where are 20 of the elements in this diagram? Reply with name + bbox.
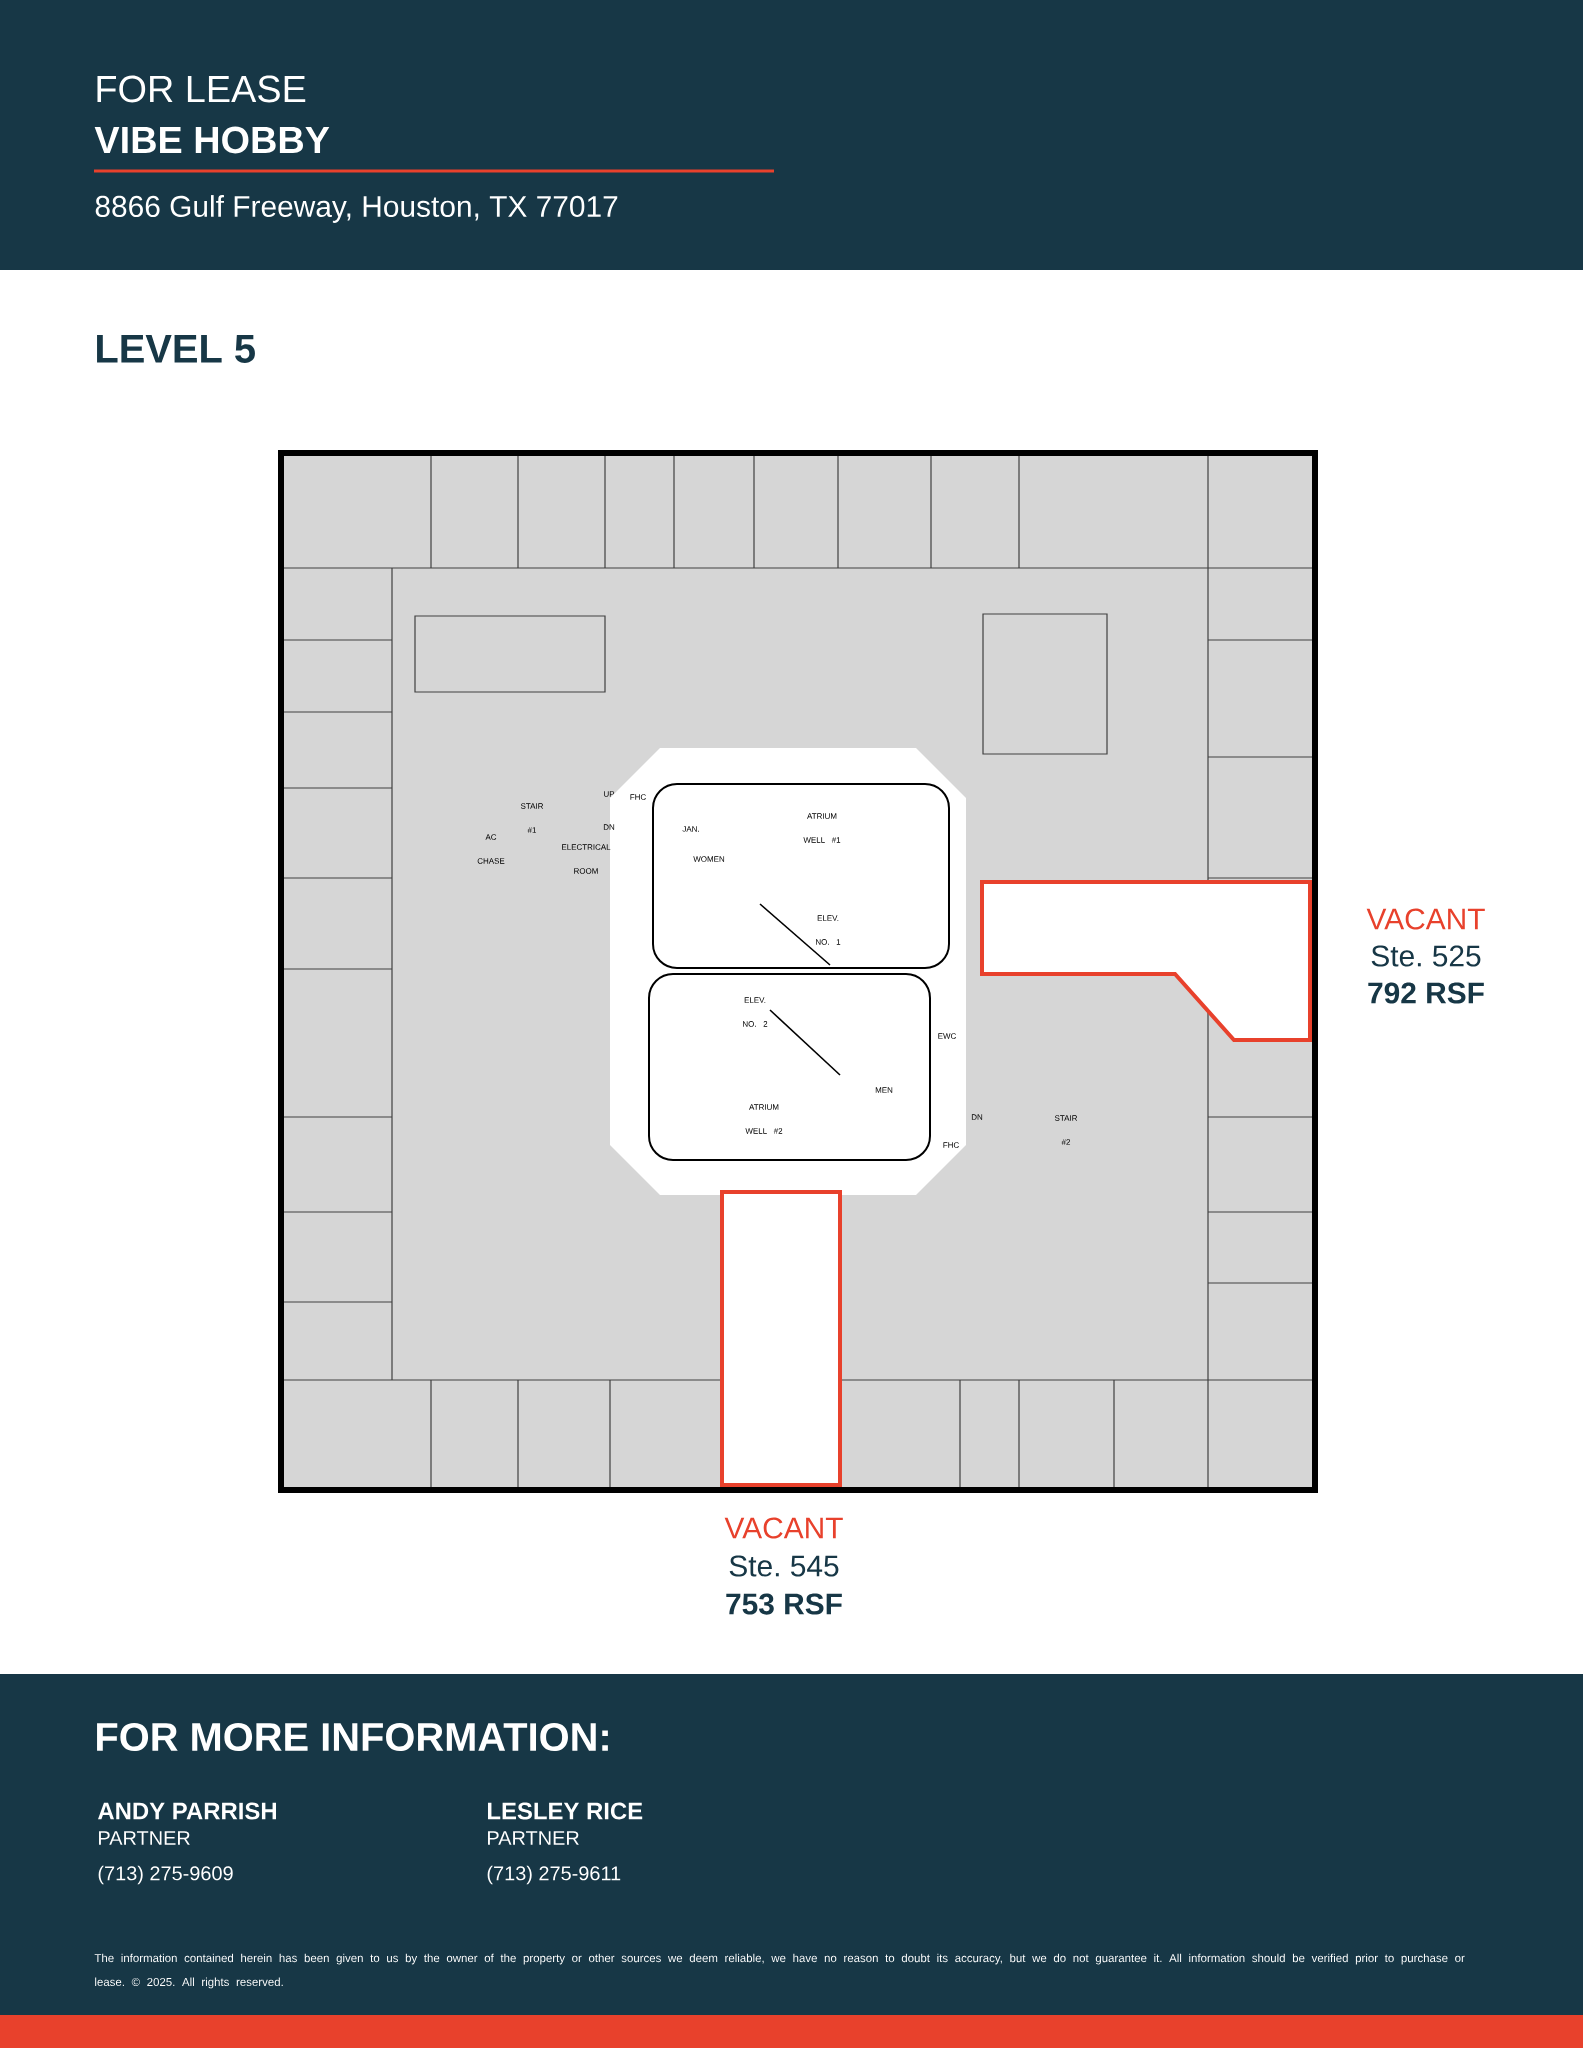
vacant-suite-outline [720, 1190, 842, 1487]
header-text: FOR LEASE [97, 75, 306, 103]
level-heading: LEVEL 5 [97, 335, 255, 363]
contact-name: ANDY PARRISH [98, 1802, 276, 1820]
vacancy-status: VACANT [724, 1517, 843, 1539]
contact-name: LESLEY RICE [488, 1802, 643, 1820]
section-heading: FOR MORE INFORMATION: [97, 1722, 608, 1752]
vacancy-status: VACANT [1366, 908, 1485, 930]
address-text: 8866 Gulf Freeway, Houston, TX 77017 [95, 195, 618, 223]
contact-role: PARTNER [99, 1831, 190, 1845]
suite-area: 753 RSF [726, 1593, 842, 1615]
contact-role: PARTNER [488, 1831, 579, 1845]
suite-area: 792 RSF [1368, 982, 1484, 1004]
suite-number: Ste. 545 [729, 1555, 839, 1577]
disclaimer-text: The information contained herein has been given to us by the owner of the property or other sources we deem reliable, we have no reason to doubt its accuracy, but we do not guarantee it. All information should be verified prior to purchase or lease. © 2025. All rights reserved. [94, 1953, 1465, 1989]
property-name: VIBE HOBBY [94, 126, 330, 154]
suite-number: Ste. 525 [1371, 945, 1481, 967]
vacant-suite-outline [980, 880, 1312, 1042]
contact-phone: (713) 275-9609 [98, 1865, 233, 1885]
contact-phone: (713) 275-9611 [487, 1865, 621, 1885]
